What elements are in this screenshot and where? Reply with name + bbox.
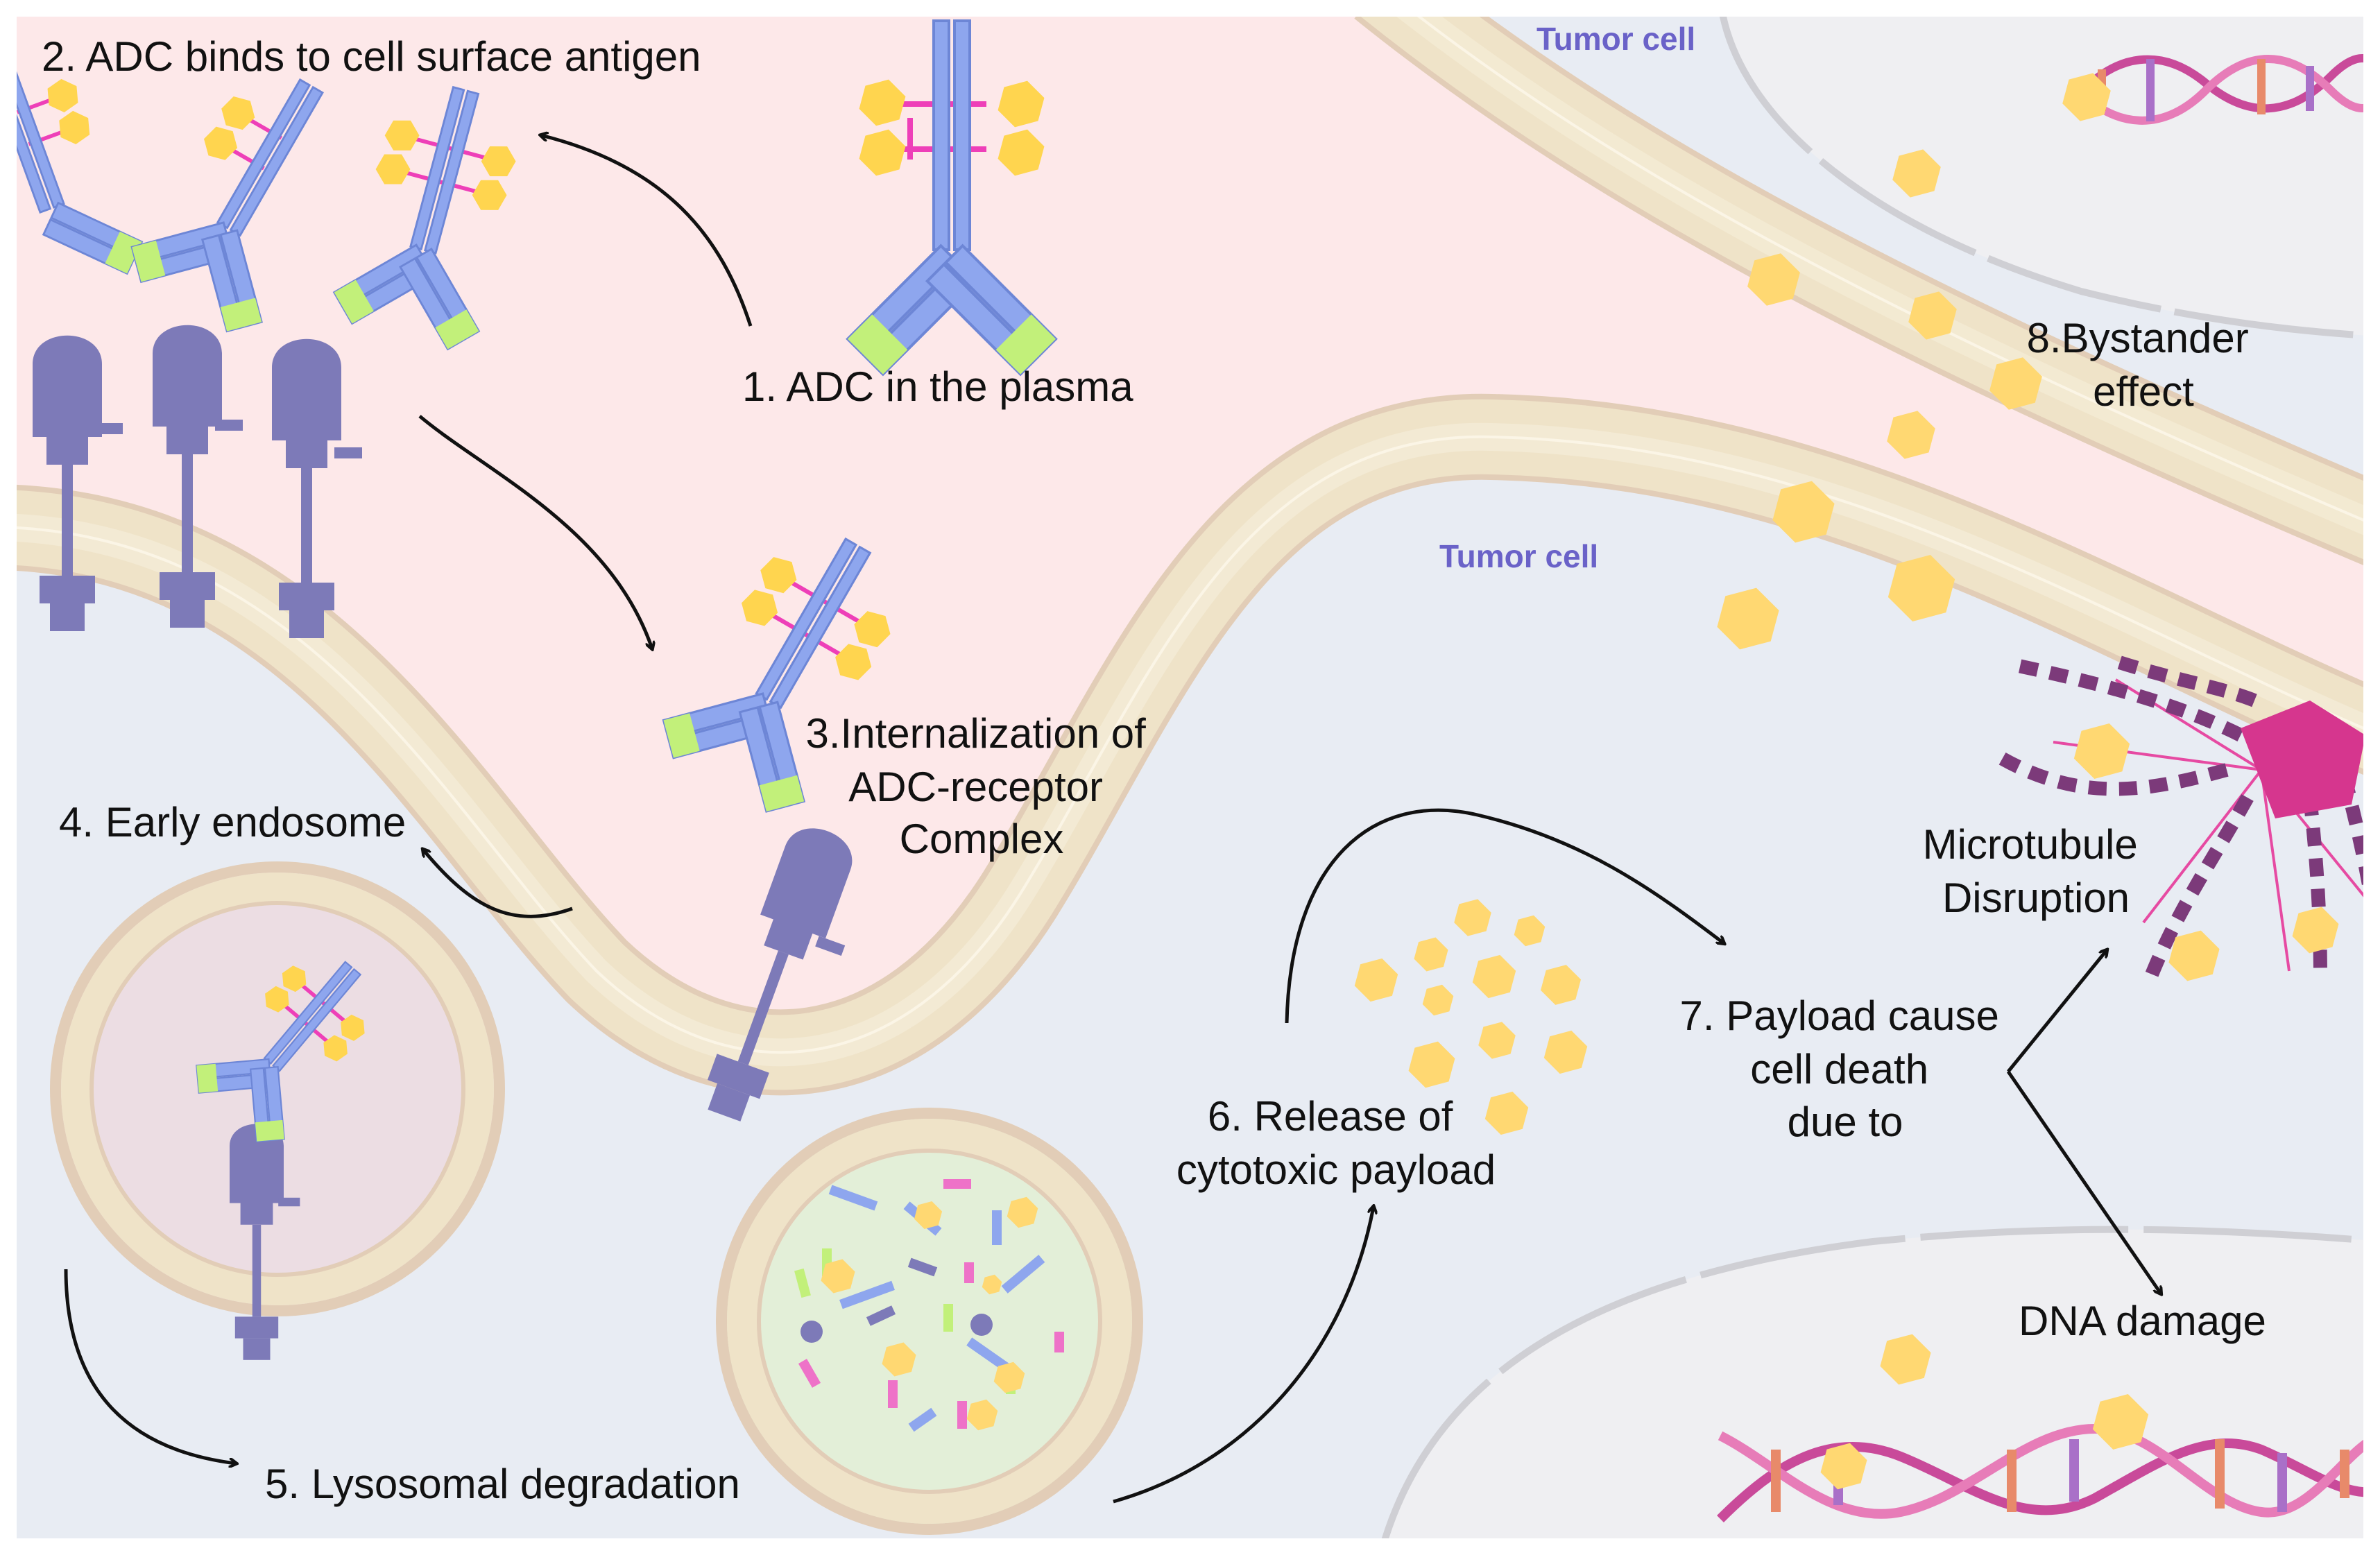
arrow-step1-to-step2 [541, 135, 753, 327]
antibody-drug-conjugate-icon [17, 19, 1058, 1142]
arrow-step2-to-step3 [418, 415, 652, 648]
arrow-endosome-to-lysosome [64, 1269, 236, 1463]
arrow-lysosome-to-release [1113, 1207, 1373, 1504]
dna-damage-label: DNA damage [2019, 1298, 2266, 1344]
tumor-cell-label-top: Tumor cell [1536, 21, 1695, 57]
arrow-to-endosome [423, 850, 573, 918]
step3-line2: ADC-receptor [848, 764, 1103, 810]
step2-label: 2. ADC binds to cell surface antigen [42, 33, 701, 80]
step3-line3: Complex [900, 816, 1064, 862]
microtubule-icon [1994, 652, 2363, 981]
step4-label: 4. Early endosome [59, 799, 406, 845]
step6-line2: cytotoxic payload [1176, 1146, 1496, 1193]
arrow-to-dna [2006, 1070, 2161, 1294]
step7-line2: cell death [1750, 1046, 1928, 1092]
step6-line1: 6. Release of [1208, 1093, 1453, 1140]
step3-label: 3.Internalization of ADC-receptor Comple… [806, 710, 1158, 862]
step1-label: 1. ADC in the plasma [742, 363, 1133, 410]
step8-line2: effect [2093, 368, 2194, 415]
step5-label: 5. Lysosomal degradation [265, 1461, 740, 1507]
lysosome [716, 1108, 1143, 1535]
arrow-release-to-death [1285, 808, 1724, 1024]
step3-line1: 3.Internalization of [806, 710, 1147, 757]
step7-label: 7. Payload cause cell death due to [1680, 993, 2011, 1145]
step6-label: 6. Release of cytotoxic payload [1176, 1093, 1496, 1193]
process-arrows [64, 135, 2161, 1504]
microtubule-line1: Microtubule [1923, 821, 2138, 868]
step8-label: 8.Bystander effect [2027, 315, 2261, 415]
microtubule-line2: Disruption [1942, 875, 2130, 921]
receptor-icon [33, 325, 853, 1360]
step8-line1: 8.Bystander [2027, 315, 2249, 361]
step7-line3: due to [1788, 1099, 1903, 1145]
tumor-cell-label-mid: Tumor cell [1439, 538, 1598, 574]
microtubule-label: Microtubule Disruption [1923, 821, 2150, 921]
arrow-to-microtubule [2007, 950, 2107, 1073]
step7-line1: 7. Payload cause [1680, 993, 1999, 1039]
nucleus-bottom [1381, 1226, 2363, 1538]
